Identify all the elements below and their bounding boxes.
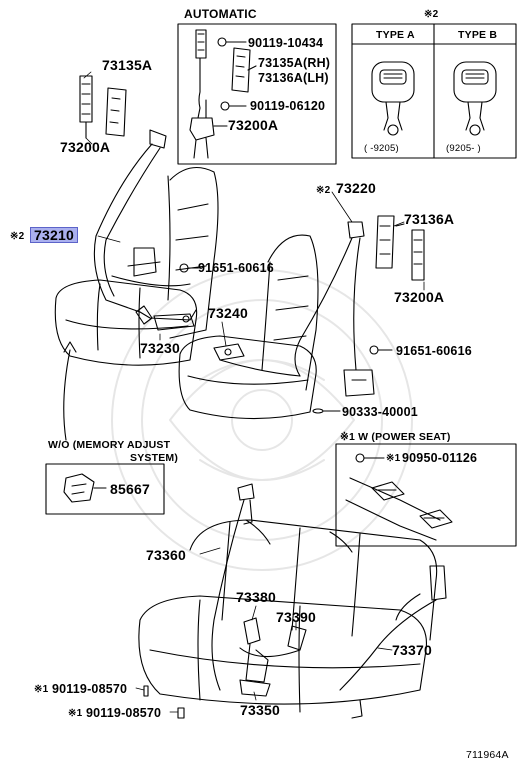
rear-seat <box>138 519 438 713</box>
watermark-emblem <box>111 269 413 571</box>
part-label-73200A-left[interactable]: 73200A <box>60 139 111 155</box>
part-label-90333-40001[interactable]: 90333-40001 <box>342 405 418 419</box>
front-left-cover-parts <box>79 75 127 139</box>
part-label-73360[interactable]: 73360 <box>146 547 186 563</box>
type-b-range: (9205- ) <box>446 143 481 154</box>
part-label-73370[interactable]: 73370 <box>392 642 432 658</box>
part-label-73220[interactable]: 73220 <box>336 180 376 196</box>
part-label-73200A-auto[interactable]: 73200A <box>228 117 279 133</box>
part-label-90119-08570-a[interactable]: 90119-08570 <box>52 682 128 696</box>
memory-line-2: SYSTEM) <box>130 452 179 464</box>
type-panel-box <box>351 23 517 159</box>
part-label-90950-01126[interactable]: 90950-01126 <box>402 451 478 465</box>
automatic-title: AUTOMATIC <box>184 7 257 21</box>
memory-arrow <box>63 341 77 441</box>
part-label-73240[interactable]: 73240 <box>208 305 248 321</box>
front-right-cover-parts <box>375 215 425 281</box>
front-right-belt <box>213 221 393 414</box>
part-label-90119-10434[interactable]: 90119-10434 <box>248 36 324 50</box>
leader-lines <box>83 71 425 713</box>
automatic-box <box>177 23 337 165</box>
diagram-id: 711964A <box>466 749 509 761</box>
part-label-73380[interactable]: 73380 <box>236 589 276 605</box>
part-label-73230[interactable]: 73230 <box>140 340 180 356</box>
type-a-header: TYPE A <box>376 29 415 41</box>
mark-bolt-1: ※1 <box>34 684 49 695</box>
mark-73210: ※2 <box>10 231 25 242</box>
part-label-91651-60616-left[interactable]: 91651-60616 <box>198 261 274 275</box>
rear-belts <box>143 483 447 719</box>
part-label-73136A[interactable]: 73136A <box>404 211 455 227</box>
front-right-seat <box>178 234 319 420</box>
type-a-range: ( -9205) <box>364 143 399 154</box>
front-left-seat <box>54 166 219 366</box>
part-label-73350[interactable]: 73350 <box>240 702 280 718</box>
part-label-85667[interactable]: 85667 <box>110 481 150 497</box>
memory-adjust-box <box>45 463 165 515</box>
type-panel-mark: ※2 <box>424 9 439 20</box>
power-seat-title: ※1 W (POWER SEAT) <box>340 431 451 443</box>
part-label-73135A[interactable]: 73135A <box>102 57 153 73</box>
type-b-header: TYPE B <box>458 29 498 41</box>
front-left-belt <box>93 129 199 331</box>
mark-bolt-2: ※1 <box>68 708 83 719</box>
part-label-90119-06120[interactable]: 90119-06120 <box>250 99 326 113</box>
part-label-73390[interactable]: 73390 <box>276 609 316 625</box>
power-seat-box <box>335 443 517 547</box>
part-label-73200A-right[interactable]: 73200A <box>394 289 445 305</box>
part-label-90119-08570-b[interactable]: 90119-08570 <box>86 706 162 720</box>
part-label-73135A-rh[interactable]: 73135A(RH) <box>258 56 331 70</box>
part-label-73136A-lh[interactable]: 73136A(LH) <box>258 71 329 85</box>
part-label-73210-highlighted[interactable]: 73210 <box>30 227 78 243</box>
part-label-91651-60616-right[interactable]: 91651-60616 <box>396 344 472 358</box>
mark-73220: ※2 <box>316 185 331 196</box>
memory-line-1: W/O (MEMORY ADJUST <box>48 439 171 451</box>
power-seat-part-mark: ※1 <box>386 453 401 464</box>
